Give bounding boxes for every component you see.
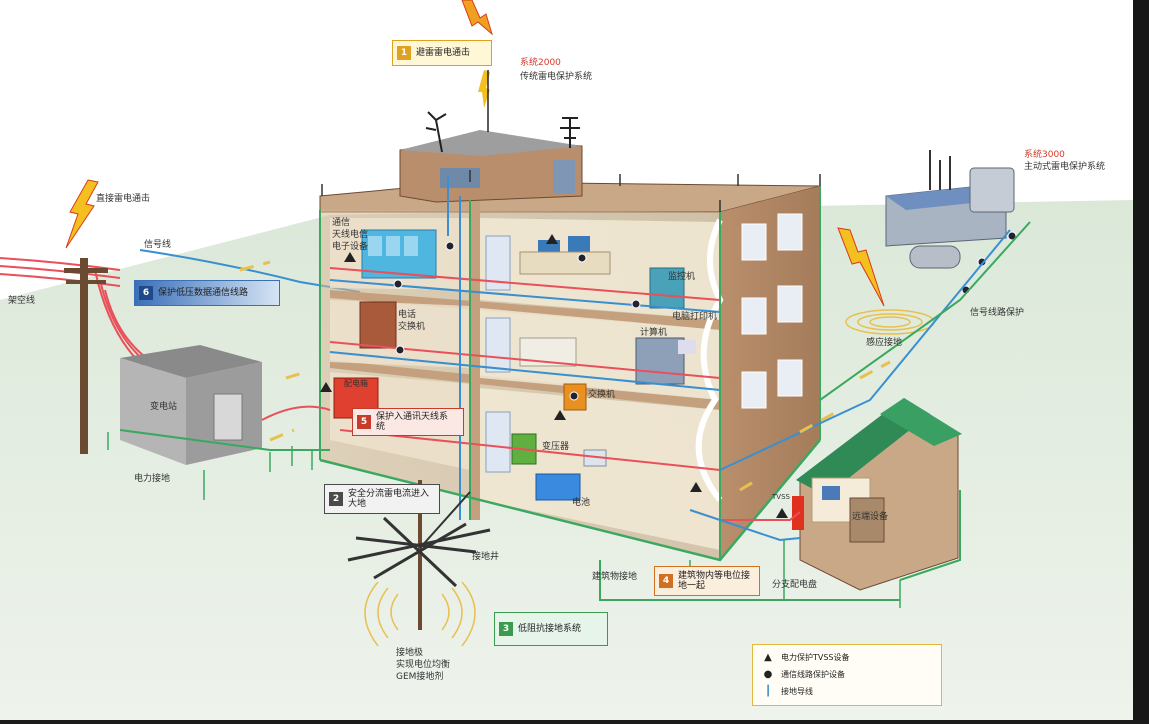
callout-text: 低阻抗接地系统 [518, 624, 582, 634]
ground-well-label: 接地井 [472, 552, 500, 562]
ground-rod-sublabel2: GEM接地剂 [396, 672, 444, 682]
utility-pole-crossarm [66, 280, 106, 284]
utility-pole-crossarm [64, 268, 108, 273]
outdoor-cables [119, 221, 1031, 601]
legend-item: ● 通信线路保护设备 [761, 666, 933, 683]
callout-3: 3 低阻抗接地系统 [494, 612, 608, 646]
legend: ▲ 电力保护TVSS设备 ● 通信线路保护设备 ┃ 接地导线 [752, 644, 942, 706]
printer-label: 电脑打印机 [672, 312, 718, 322]
legend-text: 电力保护TVSS设备 [781, 653, 850, 662]
lightning-bolt-icon [65, 179, 99, 249]
fibre-dashes [239, 260, 891, 492]
callout-4: 4 建筑物内等电位接地一起 [654, 566, 760, 596]
ups-label: 电池 [572, 498, 591, 508]
lightning-bolt-icon [461, 0, 493, 36]
callout-2: 2 安全分流雷电流进入大地 [324, 484, 440, 514]
ground-wire-icon: ┃ [764, 686, 772, 697]
lightning-bolt-icon [478, 70, 490, 108]
switchboard-label: 交换机 [588, 390, 616, 400]
utility-pole [80, 258, 88, 454]
computer-label: 计算机 [640, 328, 668, 338]
comm-equipment-label: 通信 [332, 218, 351, 228]
window-edge [1133, 0, 1149, 720]
telephone-sublabel: 交换机 [398, 322, 426, 332]
overhead-line-label: 架空线 [8, 296, 36, 306]
substation-building [120, 345, 262, 465]
signal-protect-label: 信号线路保护 [970, 308, 1025, 318]
transformer-label: 变压器 [542, 442, 570, 452]
lightning-bolt-icon [837, 227, 885, 307]
callout-6: 6 保护低压数据通信线路 [134, 280, 280, 306]
callout-number: 3 [499, 622, 513, 636]
system-3000-sublabel: 主动式雷电保护系统 [1024, 162, 1106, 172]
ground-rod-sublabel: 实现电位均衡 [396, 660, 451, 670]
callout-number: 2 [329, 492, 343, 506]
tvss-label: TVSS [772, 493, 790, 501]
induction-ground-label: 感应接地 [866, 338, 903, 348]
legend-text: 通信线路保护设备 [781, 670, 845, 679]
system-2000-sublabel: 传统雷电保护系统 [520, 72, 593, 82]
signal-line [139, 249, 361, 293]
telephone-label: 电话 [398, 310, 417, 320]
distribution-box-label: 分支配电盘 [772, 580, 818, 590]
remote-device-label: 远端设备 [852, 512, 889, 522]
callout-text: 建筑物内等电位接地一起 [678, 571, 751, 591]
callout-text: 保护入通讯天线系统 [376, 412, 449, 432]
callout-5: 5 保护入通讯天线系统 [352, 408, 464, 436]
callout-text: 避雷雷电通击 [416, 48, 471, 58]
callout-number: 4 [659, 574, 673, 588]
callout-text: 保护低压数据通信线路 [158, 288, 249, 298]
substation-label: 变电站 [150, 402, 178, 412]
legend-text: 接地导线 [781, 687, 813, 696]
remote-factory [885, 150, 1015, 269]
callout-number: 5 [357, 415, 371, 429]
computer-room-label: 监控机 [668, 272, 696, 282]
building-ground-label: 建筑物接地 [592, 572, 638, 582]
legend-item: ┃ 接地导线 [761, 683, 933, 700]
callout-number: 1 [397, 46, 411, 60]
circle-icon: ● [763, 669, 773, 680]
ground-rod-label: 接地极 [396, 648, 424, 658]
callout-text: 安全分流雷电流进入大地 [348, 489, 430, 509]
callout-1: 1 避雷雷电通击 [392, 40, 492, 66]
remote-house [792, 398, 962, 591]
system-2000-label: 系统2000 [520, 58, 561, 68]
legend-item: ▲ 电力保护TVSS设备 [761, 649, 933, 666]
system-3000-label: 系统3000 [1024, 150, 1065, 160]
callout-number: 6 [139, 286, 153, 300]
red-device-label: 配电箱 [344, 379, 368, 388]
signal-line-label: 信号线 [144, 240, 172, 250]
comm-equipment-sublabel2: 电子设备 [332, 242, 369, 252]
building-wiring [319, 176, 821, 562]
power-ground-label: 电力接地 [134, 474, 171, 484]
comm-equipment-sublabel: 天线电信 [332, 230, 369, 240]
direct-strike-label: 直接雷电通击 [96, 194, 151, 204]
triangle-icon: ▲ [764, 652, 772, 663]
